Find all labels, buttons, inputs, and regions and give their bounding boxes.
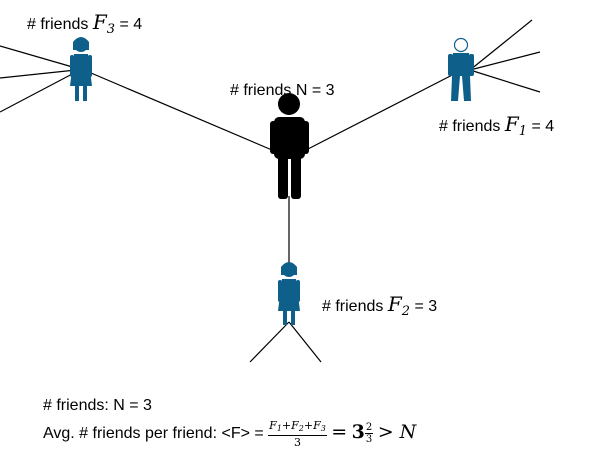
label-f3-sub: 3 [106,22,115,37]
edge-f2-ext-1 [249,321,290,363]
label-f1-symbol: F [504,112,519,136]
mixed-whole: 3 [351,421,365,443]
edges [0,19,541,363]
summary-line-1: # friends: N = 3 [43,397,152,414]
label-f1-prefix: # friends [439,118,501,135]
edge-f3-ext-1 [0,45,77,69]
label-f2-prefix: # friends [322,298,384,315]
person-icon [270,93,309,199]
label-f2-sub: 2 [401,304,410,319]
summary-line-2: Avg. # friends per friend: <F> = F1+F2+F… [43,418,416,449]
equals-sign: = [331,421,348,443]
fraction-denominator: 3 [293,435,301,449]
label-f3-prefix: # friends [27,16,89,33]
edge-center-f3 [83,69,273,151]
label-center: # friends N = 3 [230,82,335,99]
fraction-numerator: F1+F2+F3 [268,419,327,436]
label-f2-symbol: F [387,292,402,316]
label-f2-value: = 3 [414,298,438,315]
label-f1: # friends F1 = 4 [439,112,554,139]
label-f2: # friends F2 = 3 [322,292,437,319]
label-f3-value: = 4 [119,16,143,33]
label-f1-sub: 1 [518,124,527,139]
mixed-denominator: 3 [365,434,373,446]
edge-center-f1 [305,69,463,151]
edge-f2-ext-2 [288,321,322,363]
edge-f3-ext-2 [0,69,77,79]
edge-f1-ext-1 [469,19,533,71]
label-f3-symbol: F [92,10,107,34]
summary-prefix: Avg. # friends per friend: <F> = [43,425,264,442]
edge-f1-ext-2 [469,51,541,71]
comparison-text: > N [377,421,417,443]
edge-f1-ext-3 [469,69,541,93]
average-fraction: F1+F2+F3 3 [268,419,327,449]
mixed-numerator: 2 [364,422,374,435]
woman-icon [278,262,300,325]
man-icon [448,37,474,101]
edge-f3-ext-3 [0,71,77,113]
label-f1-value: = 4 [531,118,555,135]
label-f3: # friends F3 = 4 [27,10,142,37]
woman-icon [70,37,92,101]
